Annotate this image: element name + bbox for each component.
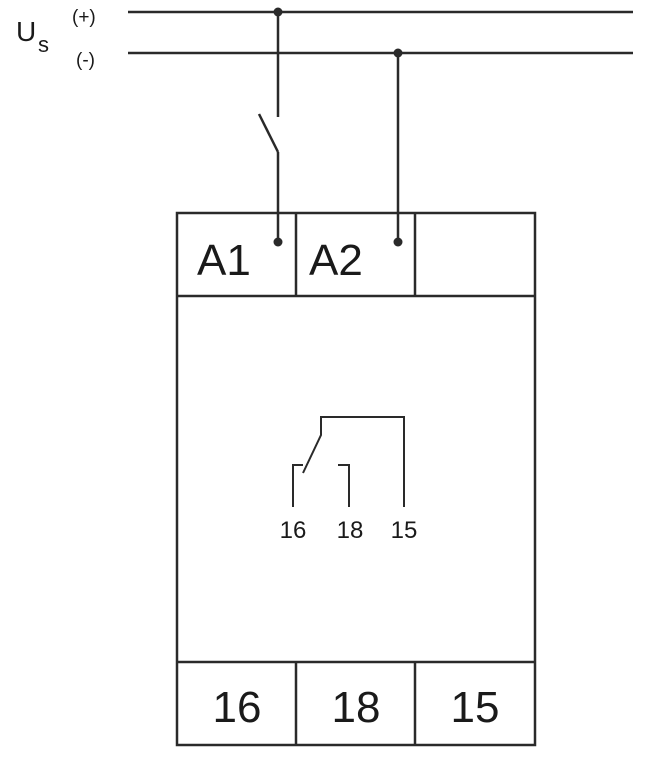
terminal-16: 16 — [213, 683, 262, 732]
plus-junction-dot — [273, 7, 283, 17]
supply-subscript: s — [38, 32, 49, 57]
relay-housing — [175, 211, 537, 747]
changeover-contact-symbol — [292, 416, 405, 507]
contact-label-16: 16 — [280, 517, 307, 544]
contact-label-15: 15 — [391, 517, 418, 544]
contact-label-18: 18 — [337, 517, 364, 544]
minus-junction-dot — [393, 48, 403, 58]
terminal-18: 18 — [332, 683, 381, 732]
a1-terminal-dot — [273, 237, 283, 247]
minus-label: (-) — [76, 50, 95, 71]
terminal-a2: A2 — [309, 236, 363, 285]
control-switch — [257, 113, 280, 153]
supply-label: U — [16, 16, 36, 47]
plus-label: (+) — [72, 7, 96, 28]
terminal-15: 15 — [451, 683, 500, 732]
a2-terminal-dot — [393, 237, 403, 247]
terminal-a1: A1 — [197, 236, 251, 285]
